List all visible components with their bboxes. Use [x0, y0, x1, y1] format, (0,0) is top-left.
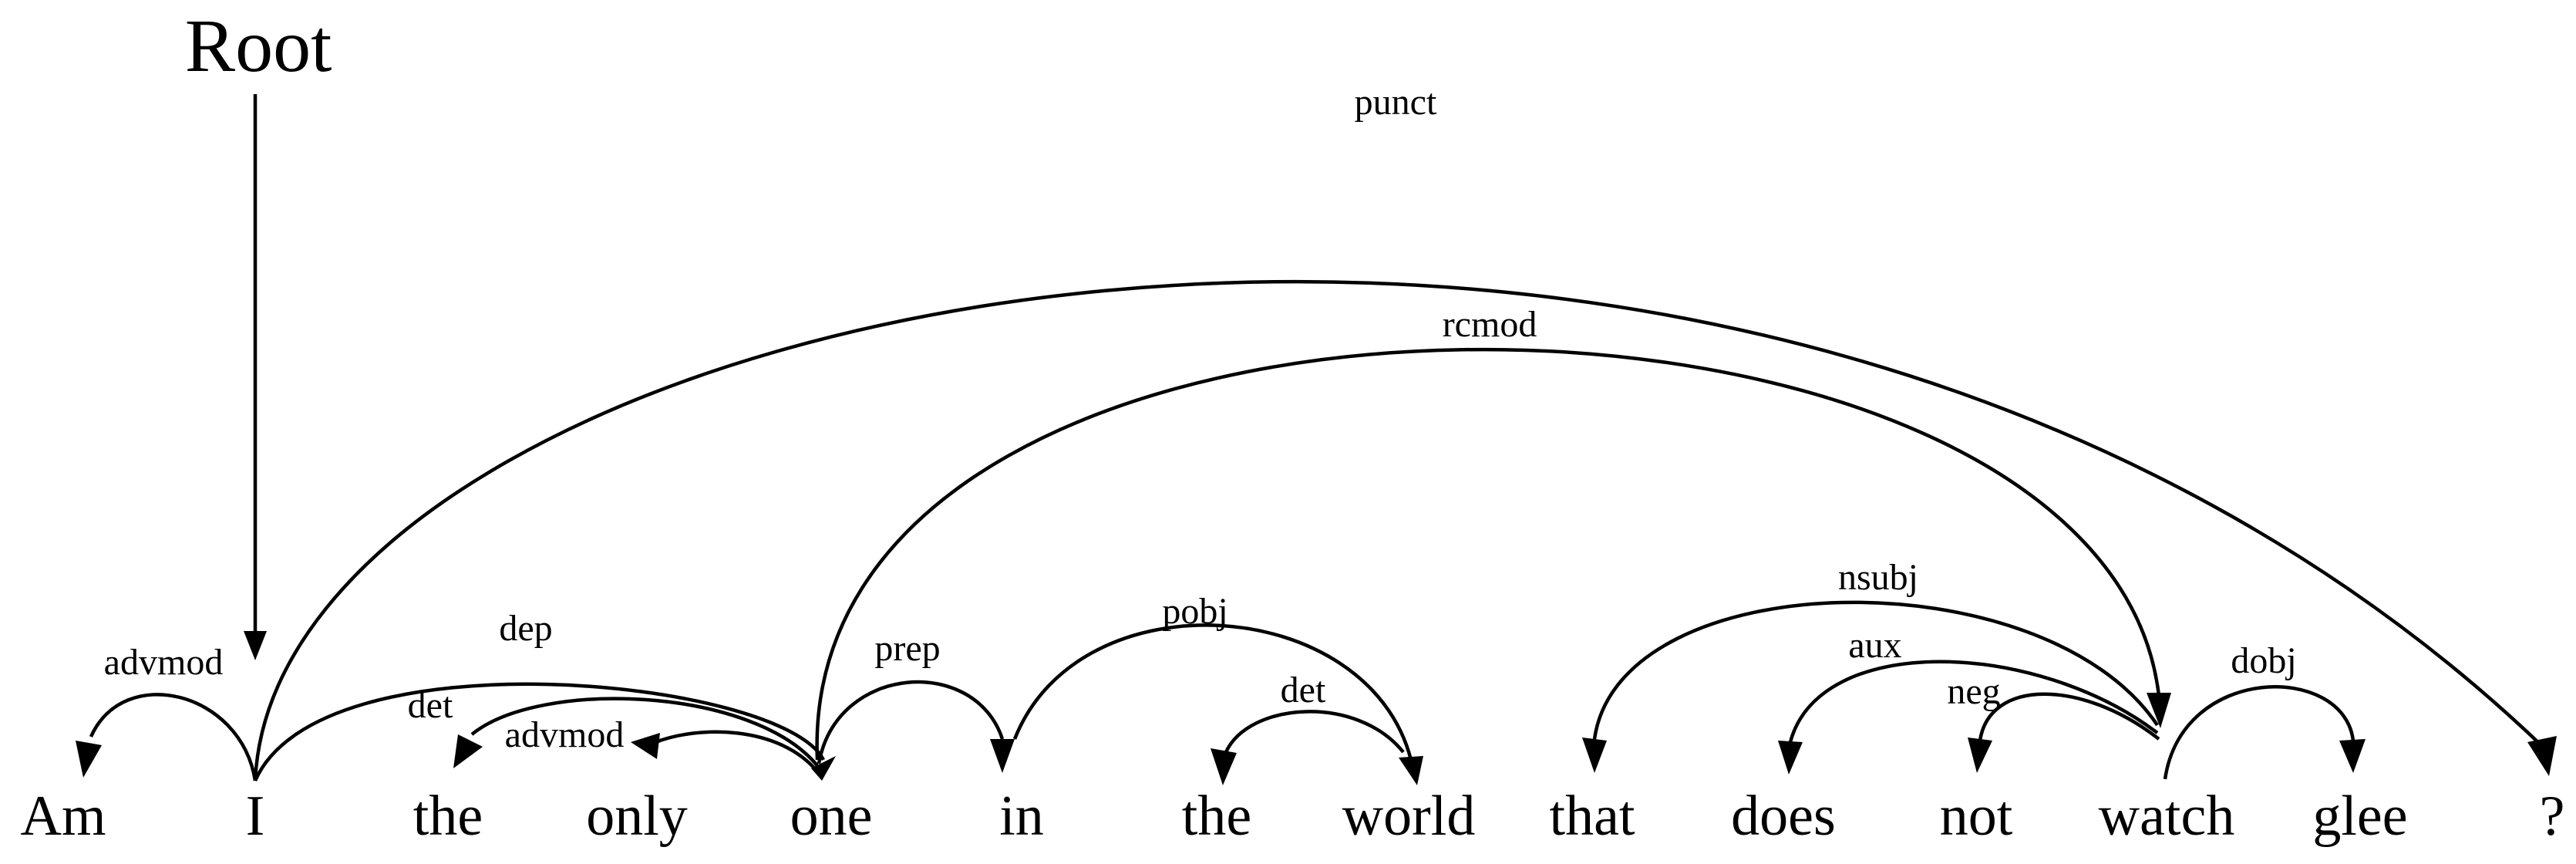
arc-det-one-the	[470, 697, 820, 769]
word-am: Am	[21, 785, 106, 848]
arc-pobj-in-world	[1012, 623, 1413, 761]
arrowhead-aux-watch-does	[1778, 741, 1803, 775]
relation-label-advmod-1: advmod	[104, 642, 224, 683]
arc-punct-i-question	[253, 279, 2544, 781]
relation-label-det-2: det	[1281, 670, 1326, 710]
word-in: in	[999, 785, 1044, 848]
word-that: that	[1550, 785, 1635, 848]
arc-prep-one-in	[817, 680, 1005, 764]
relation-label-aux: aux	[1848, 625, 1901, 666]
relation-label-neg: neg	[1947, 671, 2000, 712]
relation-label-advmod-2: advmod	[505, 714, 625, 755]
arrowhead-advmod-one-only	[631, 733, 660, 759]
arc-advmod-one-only	[653, 730, 819, 773]
relation-label-dep: dep	[499, 608, 552, 649]
word-glee: glee	[2312, 785, 2407, 848]
arc-dep-i-one	[253, 682, 826, 781]
arc-aux-watch-does	[1788, 660, 2159, 743]
arrowhead-prep-one-in	[990, 739, 1015, 773]
word-the-2: the	[1182, 785, 1251, 848]
word-the-1: the	[413, 785, 483, 848]
arrowhead-det-one-the	[453, 734, 483, 768]
arrowhead-dep-i-one	[811, 756, 836, 781]
word-one: one	[790, 785, 873, 848]
word-not: not	[1940, 785, 2013, 848]
arrowhead-nsubj-watch-that	[1582, 737, 1607, 773]
arrowhead-advmod-i-am	[76, 741, 102, 778]
arrowhead-dobj-watch-glee	[2339, 739, 2366, 773]
root-label: Root	[185, 5, 332, 88]
relation-label-dobj: dobj	[2231, 640, 2296, 681]
arc-neg-watch-not	[1978, 692, 2160, 741]
relation-label-rcmod: rcmod	[1443, 304, 1537, 345]
arrowhead-pobj-in-world	[1399, 756, 1423, 785]
arrowhead-neg-watch-not	[1968, 737, 1992, 773]
relation-label-punct: punct	[1355, 82, 1437, 123]
arc-det-world-the	[1224, 710, 1405, 754]
word-does: does	[1731, 785, 1836, 848]
relation-label-prep: prep	[874, 628, 940, 669]
arrowhead-det-world-the	[1211, 748, 1237, 785]
word-watch: watch	[2099, 785, 2235, 848]
word-i: I	[246, 785, 265, 848]
relation-label-det-1: det	[408, 685, 453, 726]
relation-label-nsubj: nsubj	[1838, 557, 1918, 598]
arc-dobj-watch-glee	[2163, 685, 2355, 780]
arc-advmod-i-am	[89, 693, 258, 781]
word-question-mark: ?	[2540, 785, 2565, 848]
word-world: world	[1342, 785, 1476, 848]
arrowhead-rcmod-one-watch	[2147, 693, 2171, 728]
arc-nsubj-watch-that	[1592, 600, 2159, 740]
word-only: only	[586, 785, 688, 848]
arc-rcmod-one-watch	[815, 347, 2161, 761]
relation-label-pobj: pobj	[1162, 591, 1227, 632]
arrowhead-punct-i-question	[2527, 736, 2557, 776]
root-arrow-head	[244, 631, 267, 660]
